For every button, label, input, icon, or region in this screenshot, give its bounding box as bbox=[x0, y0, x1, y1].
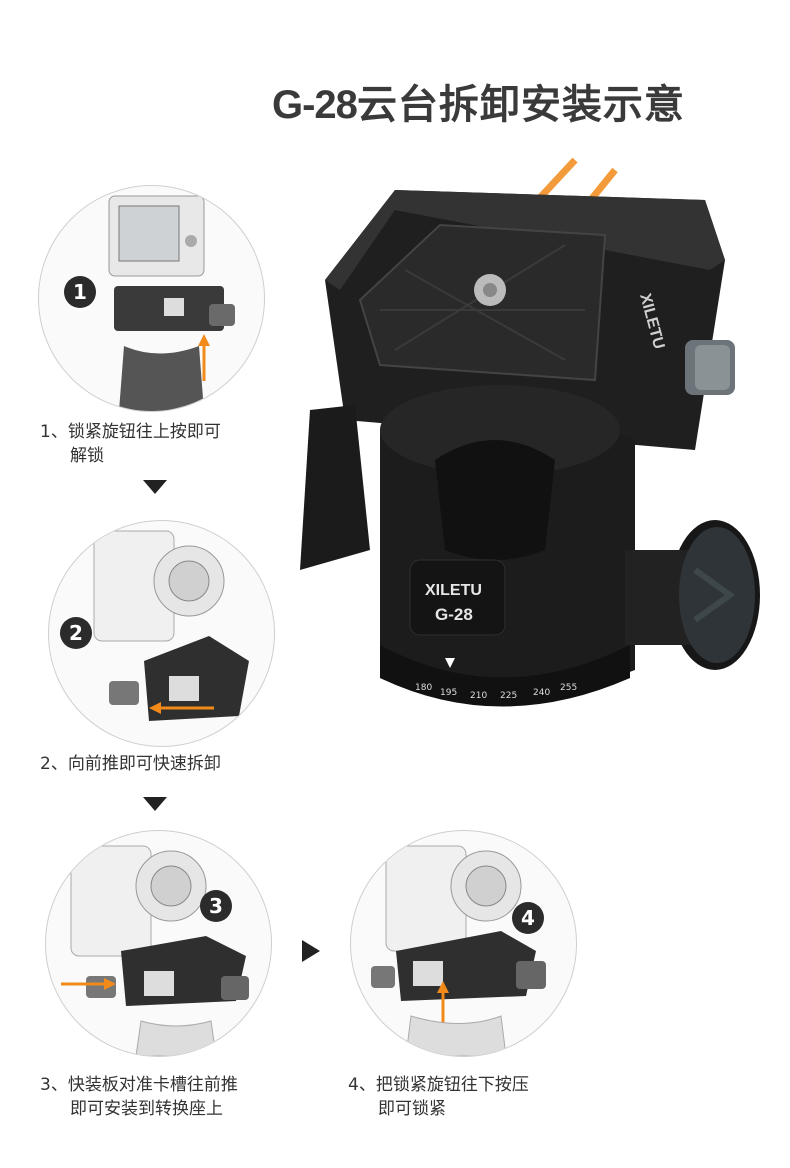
step-4-illustration bbox=[350, 830, 577, 1057]
step-2-line1: 2、向前推即可快速拆卸 bbox=[40, 754, 221, 774]
down-arrow-icon bbox=[143, 797, 167, 811]
step-1-line2: 解锁 bbox=[70, 446, 104, 466]
down-arrow-icon bbox=[143, 480, 167, 494]
step-4-badge: 4 bbox=[512, 902, 544, 934]
step-1-illustration bbox=[38, 185, 265, 412]
step-1-line1: 1、锁紧旋钮往上按即可 bbox=[40, 422, 221, 442]
product-image: XILETU XILETU G-28 180 195 210 225 240 2… bbox=[300, 157, 760, 707]
step-2-text: 2、向前推即可快速拆卸 bbox=[40, 752, 221, 776]
scale-mark: 225 bbox=[500, 691, 517, 701]
scale-mark: 240 bbox=[533, 688, 550, 698]
right-arrow-icon bbox=[302, 940, 320, 962]
title-text: 云台拆卸安装示意 bbox=[356, 82, 685, 128]
scale-mark: 195 bbox=[440, 688, 457, 698]
scale-mark: 255 bbox=[560, 683, 577, 693]
step-2-badge: 2 bbox=[60, 617, 92, 649]
scale-mark: 210 bbox=[470, 691, 487, 701]
brand-body-text: XILETU bbox=[425, 582, 482, 599]
step-4-line1: 4、把锁紧旋钮往下按压 bbox=[348, 1075, 529, 1095]
step-1-text: 1、锁紧旋钮往上按即可 解锁 bbox=[40, 420, 221, 468]
page-title: G-28云台拆卸安装示意 bbox=[272, 72, 772, 130]
step-4-text: 4、把锁紧旋钮往下按压 即可锁紧 bbox=[348, 1073, 529, 1121]
step-3-illustration bbox=[45, 830, 272, 1057]
step-1-badge: 1 bbox=[64, 276, 96, 308]
step-3-badge: 3 bbox=[200, 890, 232, 922]
scale-mark: 180 bbox=[415, 683, 432, 693]
model-label-text: G-28 bbox=[435, 605, 473, 624]
step-3-line1: 3、快装板对准卡槽往前推 bbox=[40, 1075, 238, 1095]
step-4-line2: 即可锁紧 bbox=[378, 1099, 446, 1119]
step-3-line2: 即可安装到转换座上 bbox=[70, 1099, 223, 1119]
step-3-text: 3、快装板对准卡槽往前推 即可安装到转换座上 bbox=[40, 1073, 238, 1121]
title-model: G-28 bbox=[272, 83, 358, 127]
